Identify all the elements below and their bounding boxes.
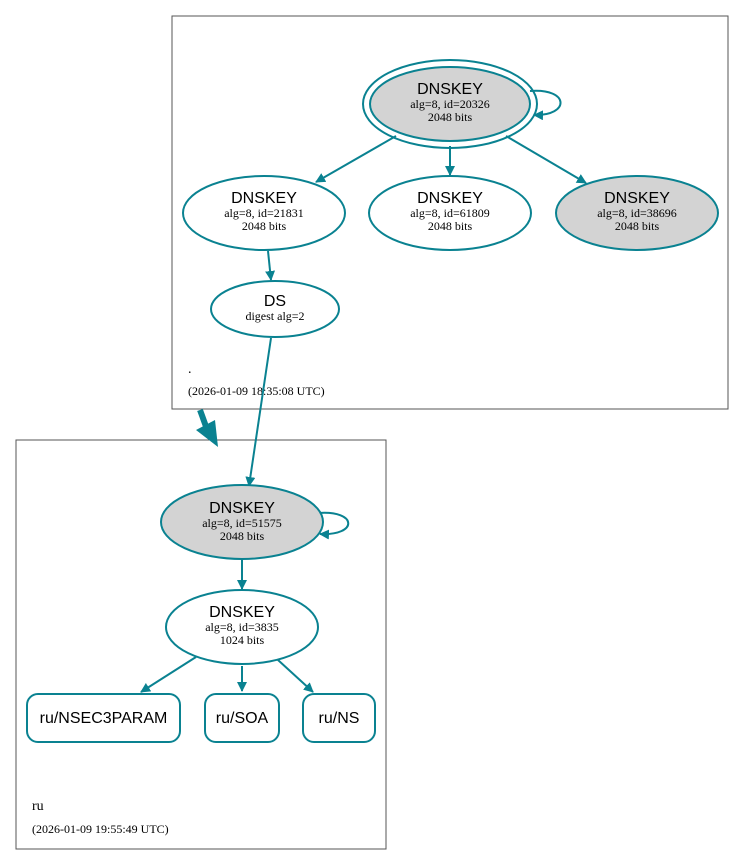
node-bits: 2048 bits <box>615 219 660 233</box>
node-ru-nsec3param[interactable]: ru/NSEC3PARAM <box>26 693 181 743</box>
root-zone-box <box>171 15 729 410</box>
node-root-ksk[interactable]: DNSKEY alg=8, id=20326 2048 bits <box>362 59 538 149</box>
edge-ru-zsk-to-nsec3param <box>140 656 197 693</box>
node-alg-id: alg=8, id=20326 <box>410 97 490 111</box>
ru-zone-cluster: ru (2026-01-09 19:55:49 UTC) <box>15 439 387 850</box>
root-zone-name: . <box>188 362 192 377</box>
node-root-zsk1[interactable]: DNSKEY alg=8, id=21831 2048 bits <box>182 175 346 251</box>
node-ru-soa[interactable]: ru/SOA <box>204 693 280 743</box>
node-ru-zsk[interactable]: DNSKEY alg=8, id=3835 1024 bits <box>165 589 319 665</box>
node-shape <box>368 175 532 251</box>
node-bits: 1024 bits <box>220 633 265 647</box>
node-shape <box>369 66 531 142</box>
ru-zone-name: ru <box>32 799 44 814</box>
delegation-arrow-head <box>196 420 218 447</box>
node-bits: 2048 bits <box>220 529 265 543</box>
node-ru-ns[interactable]: ru/NS <box>302 693 376 743</box>
node-ru-ds[interactable]: DS digest alg=2 <box>210 280 340 338</box>
root-zone-timestamp: (2026-01-09 18:35:08 UTC) <box>188 384 325 398</box>
node-bits: 2048 bits <box>428 110 473 124</box>
node-alg-id: alg=8, id=51575 <box>202 516 282 530</box>
root-zone-cluster: . (2026-01-09 18:35:08 UTC) <box>171 15 729 410</box>
node-title: DNSKEY <box>209 604 275 621</box>
edges <box>140 89 587 693</box>
edge-root-ksk-to-key3 <box>505 135 587 184</box>
node-shape <box>26 693 181 743</box>
node-shape <box>204 693 280 743</box>
node-title: ru/NSEC3PARAM <box>40 710 168 727</box>
node-alg-id: alg=8, id=3835 <box>205 620 279 634</box>
node-shape <box>555 175 719 251</box>
node-title: DNSKEY <box>417 81 483 98</box>
node-shape <box>210 280 340 338</box>
node-alg-id: alg=8, id=61809 <box>410 206 490 220</box>
node-digest: digest alg=2 <box>245 309 304 323</box>
node-root-zsk2[interactable]: DNSKEY alg=8, id=61809 2048 bits <box>368 175 532 251</box>
node-title: DS <box>264 293 286 310</box>
node-root-key3[interactable]: DNSKEY alg=8, id=38696 2048 bits <box>555 175 719 251</box>
trust-anchor-ring <box>362 59 538 149</box>
node-title: DNSKEY <box>209 500 275 517</box>
edge-zsk1-to-ds <box>265 250 276 281</box>
edge-ru-ksk-self <box>317 511 350 540</box>
node-shape <box>182 175 346 251</box>
node-alg-id: alg=8, id=38696 <box>597 206 677 220</box>
ru-zone-timestamp: (2026-01-09 19:55:49 UTC) <box>32 822 169 836</box>
node-title: ru/SOA <box>216 710 269 727</box>
node-title: DNSKEY <box>417 190 483 207</box>
node-ru-ksk[interactable]: DNSKEY alg=8, id=51575 2048 bits <box>160 484 324 560</box>
edge-root-ksk-to-zsk1 <box>315 135 397 183</box>
node-bits: 2048 bits <box>428 219 473 233</box>
node-title: DNSKEY <box>231 190 297 207</box>
node-alg-id: alg=8, id=21831 <box>224 206 304 220</box>
node-title: DNSKEY <box>604 190 670 207</box>
node-shape <box>302 693 376 743</box>
edge-ds-to-ru-ksk <box>245 337 272 487</box>
ru-zone-box <box>15 439 387 850</box>
delegation-arrow <box>196 408 218 447</box>
node-bits: 2048 bits <box>242 219 287 233</box>
node-shape <box>160 484 324 560</box>
node-title: ru/NS <box>319 710 360 727</box>
edge-root-ksk-self <box>529 89 562 121</box>
node-shape <box>165 589 319 665</box>
edge-ru-zsk-to-ns <box>277 659 314 693</box>
